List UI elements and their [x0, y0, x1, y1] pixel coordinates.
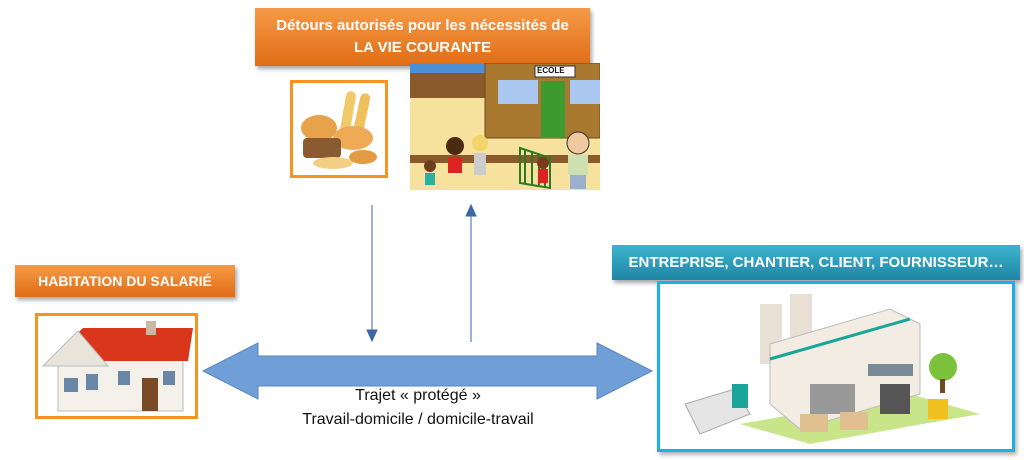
double-arrow-icon: [201, 342, 654, 400]
bakery-image: [290, 80, 388, 178]
route-caption-line2: Travail-domicile / domicile-travail: [302, 411, 534, 428]
house-image: [35, 313, 198, 419]
arrow-down-icon: [366, 205, 378, 343]
home-label: HABITATION DU SALARIÉ: [15, 265, 235, 297]
school-sign: ECOLE: [537, 66, 565, 75]
route-caption-line1: Trajet « protégé »: [355, 387, 481, 404]
school-image: ECOLE: [410, 63, 600, 190]
daily-life-label: Détours autorisés pour les nécessités de…: [255, 8, 590, 66]
arrow-up-icon: [465, 203, 477, 342]
workplace-label: ENTREPRISE, CHANTIER, CLIENT, FOURNISSEU…: [612, 245, 1020, 280]
factory-image: [657, 281, 1015, 452]
